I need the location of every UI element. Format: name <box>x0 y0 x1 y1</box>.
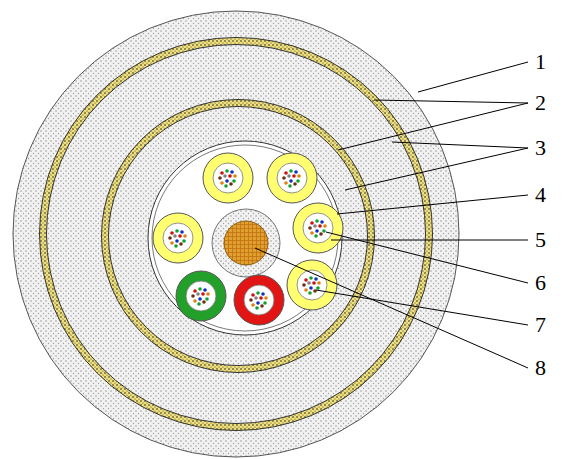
outer-jacket <box>13 11 459 457</box>
callout-number: 5 <box>534 228 547 252</box>
inner-armor <box>105 103 371 369</box>
buffer-tube <box>267 153 317 203</box>
armor-edge <box>109 107 368 366</box>
strength-member <box>224 221 268 265</box>
callout-number: 7 <box>534 313 547 337</box>
buffer-tube <box>287 260 337 310</box>
armor-edge <box>40 38 433 431</box>
core-tape <box>148 141 342 335</box>
buffer-tube <box>203 153 253 203</box>
callout-number: 1 <box>534 50 547 74</box>
buffer-tube <box>153 213 203 263</box>
callout-number: 8 <box>534 356 547 380</box>
armor-edge <box>47 45 426 424</box>
core-wrap <box>152 145 338 331</box>
callout-number: 4 <box>534 183 547 207</box>
buffer-tube <box>234 275 284 325</box>
callout-number: 2 <box>534 91 547 115</box>
member-coating <box>212 209 280 277</box>
leader-lines <box>255 62 528 368</box>
callout-number: 3 <box>534 136 547 160</box>
callout-number: 6 <box>534 271 547 295</box>
buffer-tube <box>293 203 343 253</box>
outer-armor <box>43 41 429 427</box>
buffer-tube <box>176 271 226 321</box>
armor-edge <box>102 100 375 373</box>
